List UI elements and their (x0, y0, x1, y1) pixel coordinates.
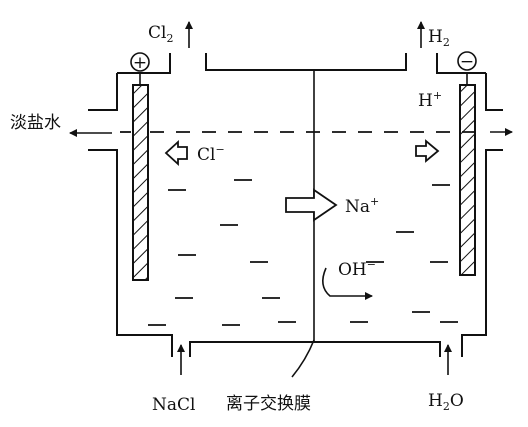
tank-walls (88, 53, 503, 357)
oh-arrow (322, 267, 373, 300)
cl2-label: Cl2 (148, 23, 173, 45)
anode-terminal: + (130, 52, 150, 73)
cathode-sign: − (460, 52, 474, 72)
h-plus-arrow (415, 139, 440, 163)
nacl-label: NaCl (152, 395, 195, 415)
h2o-label: H2O (428, 391, 464, 413)
oh-minus-label: OH− (338, 258, 376, 280)
anode-sign: + (133, 53, 147, 73)
na-plus-label: Na+ (345, 195, 379, 217)
membrane-leader-line (291, 339, 315, 378)
h2-label: H2 (428, 27, 450, 49)
solution-dashes (148, 179, 458, 326)
h-plus-label: H+ (418, 89, 442, 111)
na-migration-arrow (285, 188, 338, 222)
cathode (459, 72, 476, 276)
anode (132, 72, 149, 281)
cl-migration-arrow (164, 139, 188, 167)
membrane-label: 离子交换膜 (226, 394, 311, 414)
cathode-terminal: − (457, 51, 477, 72)
cl-minus-label: Cl− (197, 143, 225, 165)
dilute-brine-label: 淡盐水 (10, 113, 61, 133)
